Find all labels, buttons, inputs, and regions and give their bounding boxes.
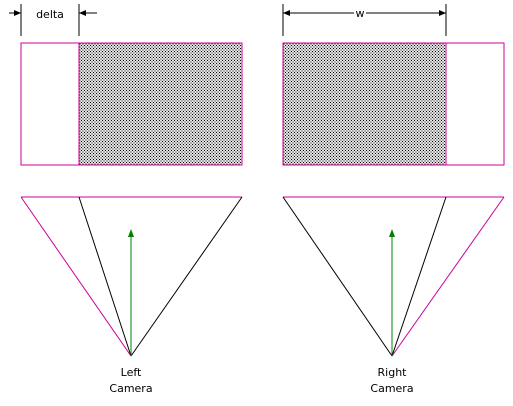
arrowhead-icon: [283, 10, 290, 16]
left-shaded-overlap-region: [78, 42, 243, 166]
right-view-line-outer: [282, 196, 393, 357]
right-camera-label-line1: Right: [378, 366, 408, 379]
right-camera-label-line2: Camera: [370, 382, 413, 395]
right-camera-frustum: Right Camera: [282, 196, 505, 395]
arrowhead-icon: [389, 229, 395, 237]
left-frustum-outer-edge: [20, 196, 132, 357]
right-image-plane: [282, 42, 505, 166]
arrowhead-icon: [14, 10, 21, 16]
left-camera-label-line2: Camera: [109, 382, 152, 395]
right-shaded-overlap-region: [282, 42, 447, 166]
left-frame-outline: [20, 42, 243, 166]
left-view-line-outer: [130, 196, 243, 357]
w-dimension: w: [282, 4, 447, 36]
left-view-line-inner: [78, 196, 132, 357]
left-image-plane: [20, 42, 243, 166]
right-frame-outline: [282, 42, 505, 166]
arrowhead-icon: [79, 10, 86, 16]
w-label: w: [356, 7, 365, 20]
right-view-line-inner: [391, 196, 447, 357]
arrowhead-icon: [128, 229, 134, 237]
right-frustum-outer-edge: [391, 196, 505, 357]
left-camera-frustum: Left Camera: [20, 196, 243, 395]
arrowhead-icon: [439, 10, 446, 16]
left-camera-label-line1: Left: [121, 366, 142, 379]
delta-label: delta: [36, 8, 64, 21]
delta-dimension: delta: [9, 4, 97, 36]
